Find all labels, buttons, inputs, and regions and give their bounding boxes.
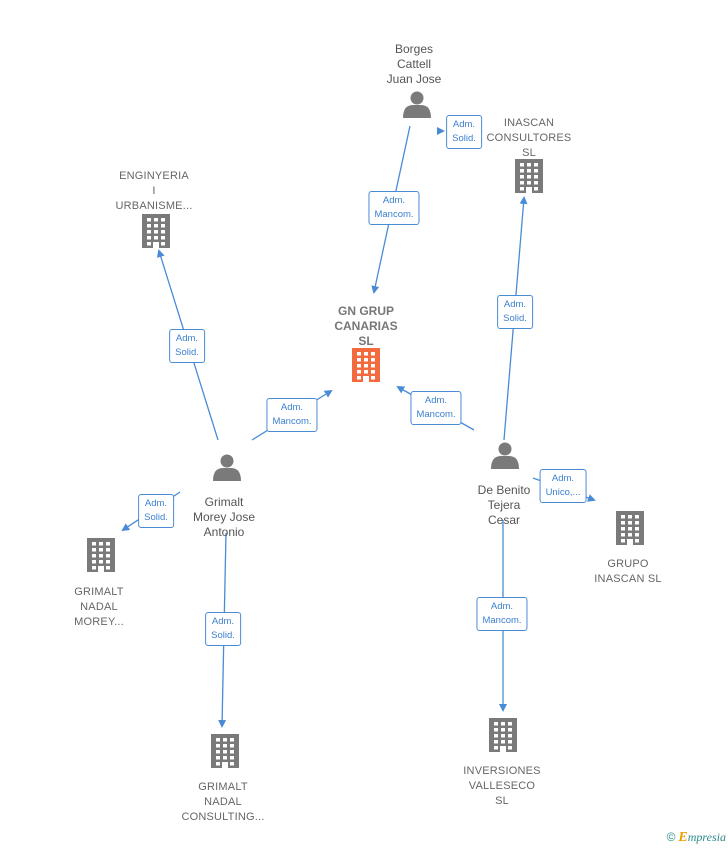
company-name-enginyeria[interactable]: ENGINYERIA I URBANISME... (115, 170, 193, 212)
building-icon[interactable] (515, 159, 543, 193)
company-name-gn-grup[interactable]: GN GRUP CANARIAS SL (334, 304, 398, 348)
edge-role-label[interactable]: Adm. Mancom. (476, 597, 528, 631)
company-name-grimalt-consulting[interactable]: GRIMALT NADAL CONSULTING... (181, 781, 265, 823)
person-name-debenito[interactable]: De Benito Tejera Cesar (477, 483, 531, 527)
edge-role-label[interactable]: Adm. Mancom. (368, 191, 420, 225)
company-name-grupo-inascan[interactable]: GRUPO INASCAN SL (594, 558, 662, 585)
brand-initial: E (678, 830, 688, 845)
edge-role-label[interactable]: Adm. Solid. (497, 295, 533, 329)
building-icon[interactable] (211, 734, 239, 768)
company-name-grimalt-nadal-morey[interactable]: GRIMALT NADAL MOREY... (74, 586, 124, 628)
edge-role-label[interactable]: Adm. Solid. (169, 329, 205, 363)
focus-company-building-icon[interactable] (352, 348, 380, 382)
edge-role-label[interactable]: Adm. Mancom. (266, 398, 318, 432)
person-icon[interactable] (403, 91, 431, 119)
building-icon[interactable] (616, 511, 644, 545)
edge-role-label[interactable]: Adm. Unico,... (539, 469, 587, 503)
edge-role-label[interactable]: Adm. Mancom. (410, 391, 462, 425)
brand-mark: ©Empresia (667, 830, 726, 846)
company-name-inascan-consultores[interactable]: INASCAN CONSULTORES SL (486, 117, 572, 159)
person-icon[interactable] (491, 442, 519, 470)
person-name-grimalt-person[interactable]: Grimalt Morey Jose Antonio (192, 495, 256, 539)
building-icon[interactable] (489, 718, 517, 752)
person-name-borges[interactable]: Borges Cattell Juan Jose (386, 42, 442, 86)
copyright-symbol: © (666, 830, 676, 844)
edge-role-label[interactable]: Adm. Solid. (205, 612, 241, 646)
edge-role-label[interactable]: Adm. Solid. (138, 494, 174, 528)
brand-name: mpresia (687, 830, 726, 844)
edge-role-label[interactable]: Adm. Solid. (446, 115, 482, 149)
person-icon[interactable] (213, 454, 241, 482)
building-icon[interactable] (142, 214, 170, 248)
company-name-inversiones[interactable]: INVERSIONES VALLESECO SL (463, 765, 541, 807)
building-icon[interactable] (87, 538, 115, 572)
